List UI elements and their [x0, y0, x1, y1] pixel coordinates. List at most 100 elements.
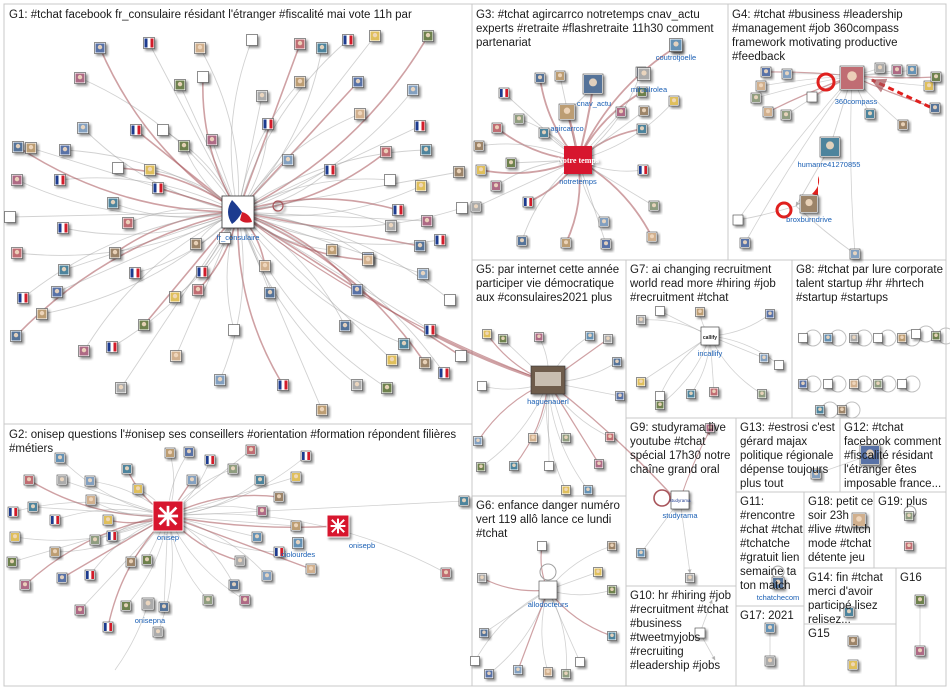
g8-node[interactable] [798, 379, 808, 389]
g1-node[interactable] [294, 38, 306, 50]
g1-node[interactable] [122, 217, 134, 229]
humanre-node[interactable] [819, 136, 841, 158]
g1-node[interactable] [157, 124, 169, 136]
g1-node[interactable] [107, 197, 119, 209]
g8-node[interactable] [911, 329, 921, 339]
g3-node[interactable] [513, 113, 525, 125]
g1-node[interactable] [420, 144, 432, 156]
g5-node[interactable] [477, 381, 487, 391]
g3-node[interactable] [522, 196, 534, 208]
g2-node[interactable] [84, 569, 96, 581]
incallify-node[interactable]: callify [700, 326, 720, 346]
g2-node[interactable] [120, 600, 132, 612]
g3-node[interactable] [534, 72, 546, 84]
g2-node[interactable] [49, 546, 61, 558]
g3-node[interactable] [560, 237, 572, 249]
g7-node[interactable] [709, 387, 719, 397]
g2-node[interactable] [89, 534, 101, 546]
g1-node[interactable] [130, 124, 142, 136]
g1-node[interactable] [206, 134, 218, 146]
g1-node[interactable] [351, 284, 363, 296]
g2-node[interactable] [204, 454, 216, 466]
g2-node[interactable] [141, 554, 153, 566]
g15-node[interactable] [847, 635, 859, 647]
g5-node[interactable] [612, 357, 622, 367]
g17-node[interactable] [764, 655, 776, 667]
g1-node[interactable] [422, 30, 434, 42]
g5-node[interactable] [603, 334, 613, 344]
g17-node[interactable] [764, 622, 776, 634]
g6-node[interactable] [607, 585, 617, 595]
g1-node[interactable] [196, 266, 208, 278]
g1-node[interactable] [109, 247, 121, 259]
g5-node[interactable] [615, 391, 625, 401]
g2-node[interactable] [27, 501, 39, 513]
g5-node[interactable] [482, 329, 492, 339]
g3-node[interactable] [668, 95, 680, 107]
g7-node[interactable] [695, 307, 705, 317]
g1-node[interactable] [59, 144, 71, 156]
g2-node[interactable] [102, 621, 114, 633]
g2-node[interactable] [234, 555, 246, 567]
g1-node[interactable] [259, 260, 271, 272]
g1-node[interactable] [106, 341, 118, 353]
g1-node[interactable] [381, 382, 393, 394]
g4-node[interactable] [781, 68, 793, 80]
g4-node[interactable] [739, 237, 751, 249]
g1-node[interactable] [115, 382, 127, 394]
g2-node[interactable] [202, 594, 214, 606]
g1-node[interactable] [174, 79, 186, 91]
g3-node[interactable] [505, 157, 517, 169]
tchatchecom-node[interactable] [771, 576, 785, 590]
g3-node[interactable] [615, 106, 627, 118]
g2-node[interactable] [239, 594, 251, 606]
g1-node[interactable] [10, 330, 22, 342]
g4-node[interactable] [750, 92, 762, 104]
g5-node[interactable] [583, 485, 593, 495]
g5-node[interactable] [534, 332, 544, 342]
g1-node[interactable] [414, 120, 426, 132]
g2-node[interactable] [458, 495, 470, 507]
g1-node[interactable] [354, 108, 366, 120]
g1-node[interactable] [219, 232, 231, 244]
g3-node[interactable] [491, 122, 503, 134]
g1-node[interactable] [17, 292, 29, 304]
g1-node[interactable] [246, 34, 258, 46]
g3-node[interactable] [648, 200, 660, 212]
g8-node[interactable] [849, 333, 859, 343]
g1-node[interactable] [316, 42, 328, 54]
g3-node[interactable] [637, 164, 649, 176]
coutrotjoelle-node[interactable] [669, 38, 683, 52]
g4-node[interactable] [755, 80, 767, 92]
g9-node[interactable] [636, 548, 646, 558]
g1-node[interactable] [455, 350, 467, 362]
g7-node[interactable] [655, 391, 665, 401]
g1-node[interactable] [54, 174, 66, 186]
g2-node[interactable] [54, 452, 66, 464]
g1-node[interactable] [294, 76, 306, 88]
g1-node[interactable] [51, 286, 63, 298]
g1-node[interactable] [369, 30, 381, 42]
g6-node[interactable] [484, 669, 494, 679]
g5-node[interactable] [528, 433, 538, 443]
g1-node[interactable] [214, 374, 226, 386]
g1-node[interactable] [77, 122, 89, 134]
g4-node[interactable] [806, 91, 818, 103]
g2-node[interactable] [440, 567, 452, 579]
g1-node[interactable] [138, 319, 150, 331]
g2-node[interactable] [245, 444, 257, 456]
g2-node[interactable] [106, 530, 118, 542]
g18-node[interactable] [851, 512, 867, 528]
g1-node[interactable] [414, 240, 426, 252]
g16-node[interactable] [914, 594, 926, 606]
g5-node[interactable] [473, 436, 483, 446]
ciolourdes-node[interactable] [292, 537, 304, 549]
g2-node[interactable] [102, 514, 114, 526]
g2-node[interactable] [290, 471, 302, 483]
g3-node[interactable] [538, 127, 550, 139]
g3-node[interactable] [554, 70, 566, 82]
g3-node[interactable] [646, 231, 658, 243]
g1-node[interactable] [256, 90, 268, 102]
g6-node[interactable] [543, 667, 553, 677]
g4-node[interactable] [906, 64, 918, 76]
